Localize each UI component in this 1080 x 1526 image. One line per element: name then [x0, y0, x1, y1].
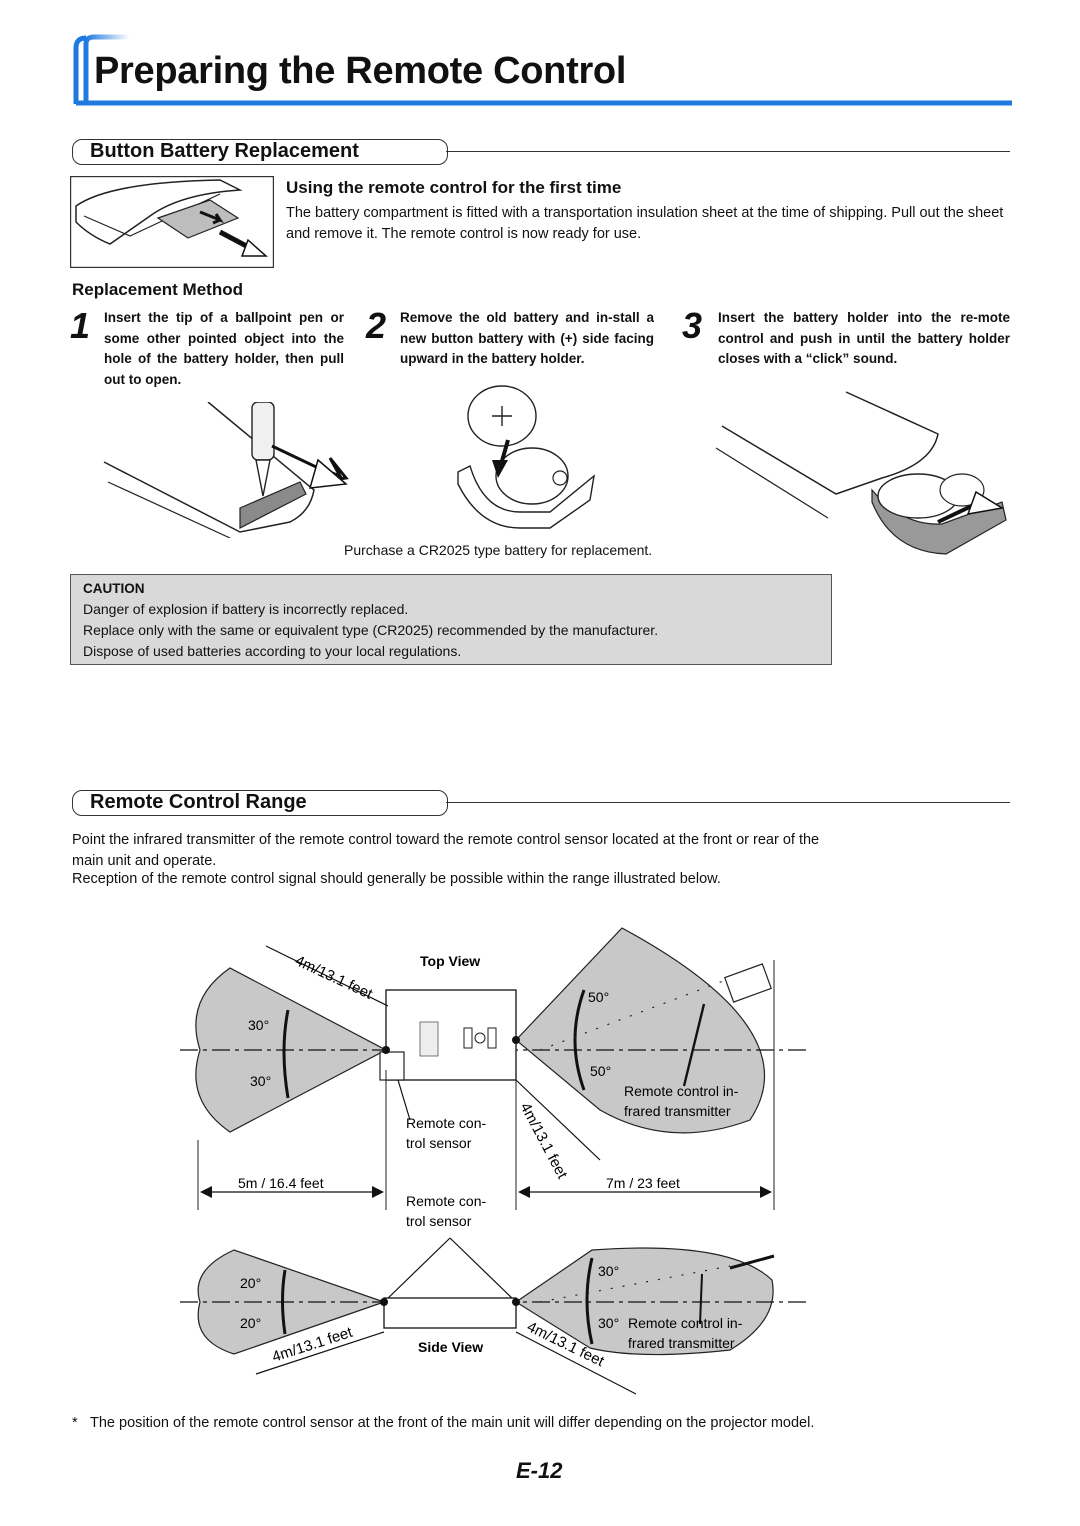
label-50-lower: 50°	[590, 1063, 611, 1079]
step-1-illustration	[103, 402, 349, 538]
projector-side-view	[383, 1297, 517, 1329]
transmitter-label-top-1: Remote control in-	[624, 1083, 739, 1099]
label-20-lower: 20°	[240, 1315, 261, 1331]
transmitter-label-side-2: frared transmitter	[628, 1335, 735, 1351]
label-5m: 5m / 16.4 feet	[238, 1175, 324, 1191]
label-4m-top-front: 4m/13.1 feet	[516, 1100, 571, 1182]
sensor-label-side-2: trol sensor	[406, 1213, 472, 1229]
step-3-text: Insert the battery holder into the re-mo…	[718, 310, 1010, 366]
battery-section-header-box	[72, 139, 448, 165]
transmitter-label-top-2: frared transmitter	[624, 1103, 731, 1119]
label-30-side-lower: 30°	[598, 1315, 619, 1331]
caution-line-2: Replace only with the same or equivalent…	[83, 622, 659, 638]
footnote-mark: *	[72, 1415, 78, 1431]
top-front-range-sector	[515, 927, 766, 1134]
sensor-label-top-2: trol sensor	[406, 1135, 472, 1151]
replacement-method-heading: Replacement Method	[72, 280, 243, 299]
label-30-lower: 30°	[250, 1073, 271, 1089]
footnote-text: The position of the remote control senso…	[90, 1415, 815, 1431]
step-2-number: 2	[366, 305, 387, 346]
purchase-note: Purchase a CR2025 type battery for repla…	[344, 542, 653, 558]
label-50-upper: 50°	[588, 989, 609, 1005]
remote-top-view	[723, 963, 773, 1003]
caution-label: CAUTION	[83, 581, 145, 596]
battery-section-rule	[446, 151, 1010, 152]
caution-line-1: Danger of explosion if battery is incorr…	[83, 601, 409, 617]
transmitter-label-side-1: Remote control in-	[628, 1315, 743, 1331]
side-view-label: Side View	[418, 1339, 483, 1355]
label-30-side-upper: 30°	[598, 1263, 619, 1279]
insulation-sheet-illustration	[70, 176, 274, 268]
range-paragraph-2: Reception of the remote control signal s…	[72, 871, 721, 887]
page-title: Preparing the Remote Control	[94, 50, 627, 92]
step-1-number: 1	[70, 305, 91, 346]
step-2-illustration	[457, 385, 595, 529]
title-frame	[73, 34, 1012, 106]
step-1-text: Insert the tip of a ballpoint pen or som…	[104, 310, 344, 387]
first-time-heading: Using the remote control for the first t…	[286, 178, 622, 197]
caution-line-3: Dispose of used batteries according to y…	[83, 643, 462, 659]
caution-box: CAUTION Danger of explosion if battery i…	[70, 574, 832, 665]
step-3-illustration	[715, 391, 1007, 555]
first-time-text: The battery compartment is fitted with a…	[286, 205, 1004, 242]
label-20-upper: 20°	[240, 1275, 261, 1291]
label-7m: 7m / 23 feet	[606, 1175, 680, 1191]
top-view-label: Top View	[420, 953, 480, 969]
range-section-heading: Remote Control Range	[90, 791, 307, 813]
range-section-rule	[446, 802, 1010, 803]
label-30-upper: 30°	[248, 1017, 269, 1033]
battery-section-heading: Button Battery Replacement	[90, 140, 359, 162]
range-section-header-box	[72, 790, 448, 816]
remote-range-diagram: Top View 4m/13.1 feet 4m/13.1 feet 30° 3…	[180, 927, 810, 1395]
range-paragraph-1: Point the infrared transmitter of the re…	[72, 832, 820, 869]
label-4m-top-rear: 4m/13.1 feet	[292, 952, 376, 1003]
step-3-number: 3	[682, 305, 703, 346]
page-number: E-12	[516, 1458, 563, 1483]
sensor-label-side-1: Remote con-	[406, 1193, 486, 1209]
side-front-range-sector	[514, 1247, 774, 1356]
sensor-label-top-1: Remote con-	[406, 1115, 486, 1131]
step-2-text: Remove the old battery and in-stall a ne…	[400, 310, 654, 366]
